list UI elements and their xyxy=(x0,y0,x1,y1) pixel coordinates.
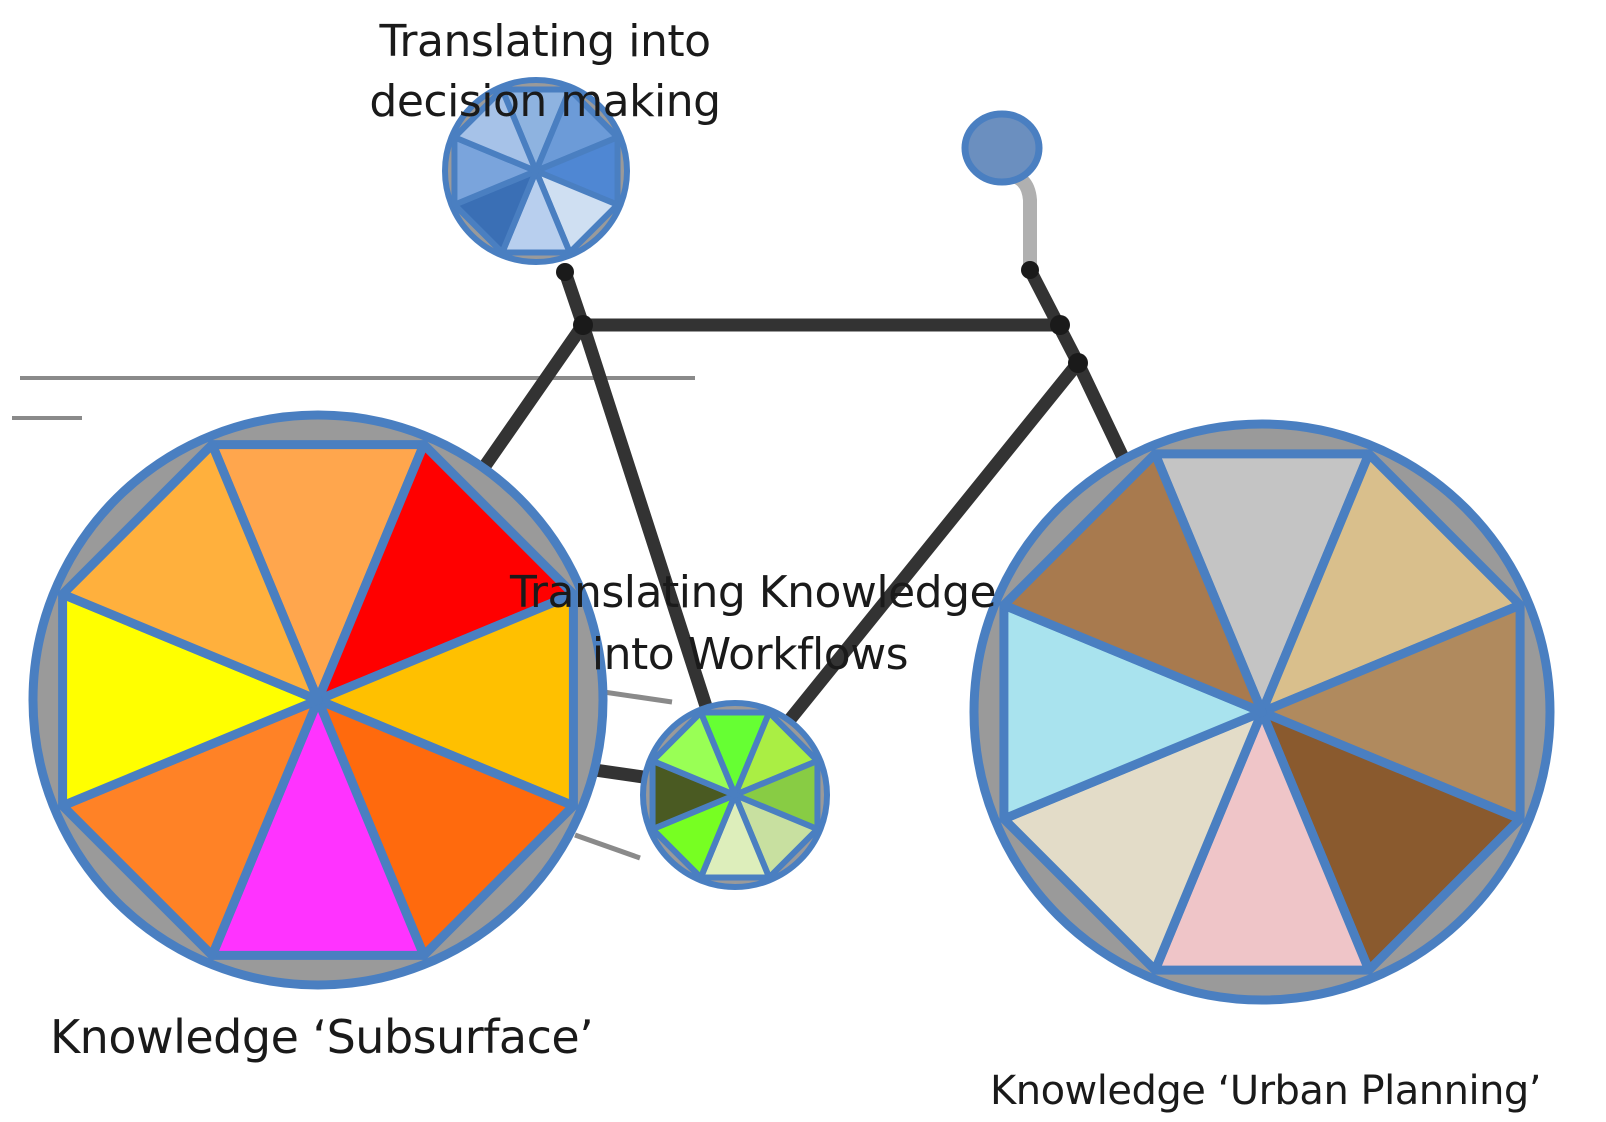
urban-planning-wheel-segment xyxy=(999,449,1267,717)
motion-line xyxy=(574,832,641,861)
frame-joint xyxy=(1050,315,1070,335)
wheel-urban-planning xyxy=(969,419,1555,1005)
decision-making-wheel-segment xyxy=(451,86,539,174)
label-subsurface: Knowledge ‘Subsurface’ xyxy=(50,1010,594,1064)
label-line: Translating into xyxy=(379,16,711,67)
wheel-subsurface xyxy=(28,410,608,990)
workflows-wheel-segment xyxy=(649,709,738,798)
frame-joint xyxy=(1068,353,1088,373)
label-urban-planning: Knowledge ‘Urban Planning’ xyxy=(990,1068,1542,1114)
label-workflows: Translating Knowledge into Workflows xyxy=(510,562,997,686)
wheel-workflows xyxy=(640,700,830,890)
label-decision-making: Translating into decision making xyxy=(330,12,760,132)
frame-joint xyxy=(1021,261,1039,279)
handlebar-grip xyxy=(961,110,1043,186)
frame-joint xyxy=(556,263,574,281)
wheel-decision-making xyxy=(442,77,630,265)
head-tube xyxy=(1023,263,1085,370)
label-line: into Workflows xyxy=(591,629,909,680)
subsurface-wheel-segment xyxy=(58,440,323,705)
handlebar-stem xyxy=(998,168,1037,277)
label-line: Translating Knowledge xyxy=(510,567,997,618)
frame-joint xyxy=(573,315,593,335)
label-line: decision making xyxy=(369,76,721,127)
